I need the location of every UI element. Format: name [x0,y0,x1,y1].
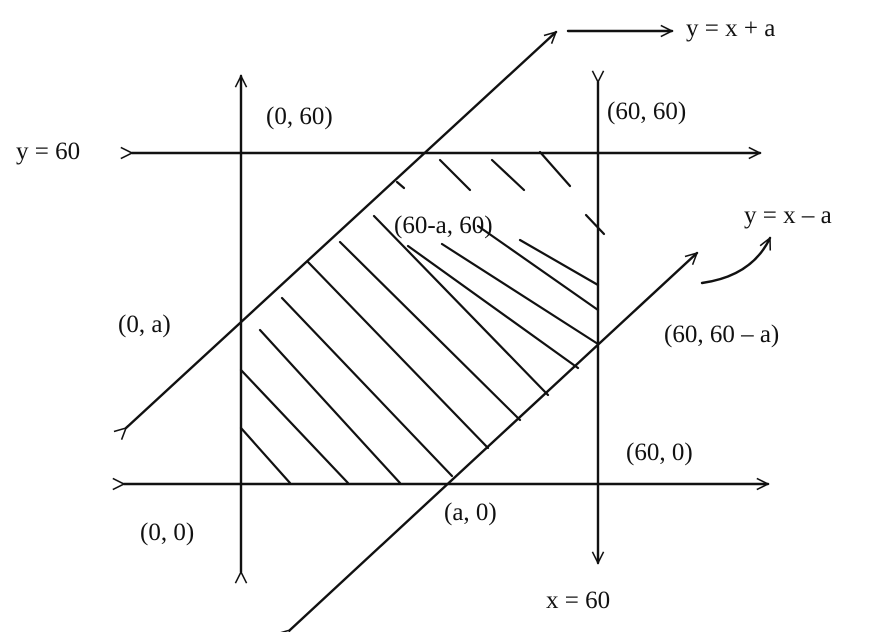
hatch-line [476,224,600,312]
point-label-0-a: (0, a) [118,311,171,338]
point-label-60-0: (60, 0) [626,439,693,466]
hatch-line [490,158,526,192]
shaded-region [239,150,606,485]
hatch-line [239,426,292,485]
line-y-x-minus-a [290,251,697,630]
hatch-line [372,214,550,397]
hatch-line [438,158,472,192]
point-label-60-60-minus-a: (60, 60 – a) [664,321,780,348]
line-y-x-plus-a [126,30,556,428]
point-label-60-minus-a-60: (60-a, 60) [394,212,493,239]
hatch-line [338,240,522,422]
hatch-line [395,180,406,190]
label-y-x-plus-a: y = x + a [686,15,776,42]
hatch-line [280,296,454,478]
hatch-line [406,244,580,370]
pointer-arrow-y-x-minus-a [700,238,772,285]
point-label-a-0: (a, 0) [444,499,497,526]
point-label-60-60: (60, 60) [607,98,687,125]
hatch-line [584,213,606,236]
hatch-line [239,368,350,485]
hatch-line [538,150,572,188]
point-label-0-0: (0, 0) [140,519,195,546]
label-y-60: y = 60 [16,138,81,165]
point-label-0-60: (0, 60) [266,103,333,130]
label-y-x-minus-a: y = x – a [744,202,832,229]
hatch-line [306,260,490,450]
hatch-line [518,238,600,287]
hatch-line [440,242,600,346]
hatch-line [258,328,402,485]
label-x-60: x = 60 [546,587,611,614]
